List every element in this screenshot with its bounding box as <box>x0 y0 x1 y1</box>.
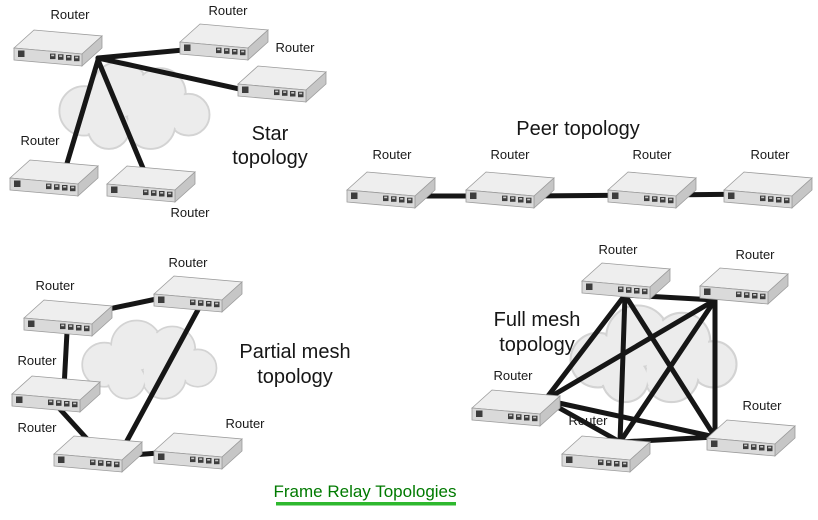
full-mesh-title-line2: topology <box>499 334 575 356</box>
router-icon <box>561 435 651 473</box>
router-icon <box>699 267 789 305</box>
link-line <box>95 55 265 97</box>
caption-text: Frame Relay Topologies <box>274 482 457 501</box>
star-topology-group: Router Router Router Router Router Star … <box>9 3 327 220</box>
router-label: Router <box>493 368 533 383</box>
router-label: Router <box>50 7 90 22</box>
caption-underline <box>276 502 456 506</box>
full-mesh-title-line1: Full mesh <box>494 309 581 331</box>
full-mesh-topology-group: Router Router Router Router Router Full … <box>471 242 796 473</box>
partial-mesh-title-line2: topology <box>257 366 333 388</box>
router-icon <box>706 419 796 457</box>
router-label: Router <box>568 413 608 428</box>
router-icon <box>237 65 327 103</box>
router-icon <box>723 171 813 209</box>
peer-topology-group: Router Router Router Router Peer topolog… <box>346 118 813 209</box>
router-icon <box>179 23 269 61</box>
router-label: Router <box>17 353 57 368</box>
router-label: Router <box>170 205 210 220</box>
router-icon <box>53 435 143 473</box>
router-label: Router <box>598 242 638 257</box>
router-icon <box>581 262 671 300</box>
router-label: Router <box>168 255 208 270</box>
router-label: Router <box>208 3 248 18</box>
router-icon <box>11 375 101 413</box>
router-icon <box>346 171 436 209</box>
star-topology-title-line1: Star <box>252 123 289 145</box>
router-icon <box>23 299 113 337</box>
cloud-icon <box>81 319 218 400</box>
partial-mesh-topology-group: Router Router Router Router Router Parti… <box>11 255 351 473</box>
router-label: Router <box>632 147 672 162</box>
router-label: Router <box>275 40 315 55</box>
router-icon <box>106 165 196 203</box>
router-label: Router <box>490 147 530 162</box>
router-label: Router <box>742 398 782 413</box>
star-topology-title-line2: topology <box>232 147 308 169</box>
link-line <box>542 397 718 440</box>
router-label: Router <box>35 278 75 293</box>
router-label: Router <box>372 147 412 162</box>
router-icon <box>471 389 561 427</box>
router-label: Router <box>735 247 775 262</box>
link-line <box>542 297 718 403</box>
partial-mesh-title-line1: Partial mesh <box>239 341 350 363</box>
link-line <box>542 292 628 403</box>
link-line <box>59 57 101 183</box>
router-icon <box>153 275 243 313</box>
router-icon <box>153 432 243 470</box>
link-line <box>55 404 91 443</box>
peer-topology-title: Peer topology <box>516 118 639 140</box>
peer-links <box>397 191 763 199</box>
router-label: Router <box>17 420 57 435</box>
router-icon <box>13 29 103 67</box>
link-line <box>119 303 203 453</box>
router-icon <box>465 171 555 209</box>
router-icon <box>607 171 697 209</box>
router-label: Router <box>225 416 265 431</box>
router-label: Router <box>20 133 60 148</box>
router-label: Router <box>750 147 790 162</box>
router-icon <box>9 159 99 197</box>
caption-group: Frame Relay Topologies <box>274 482 457 506</box>
link-line <box>95 57 153 188</box>
